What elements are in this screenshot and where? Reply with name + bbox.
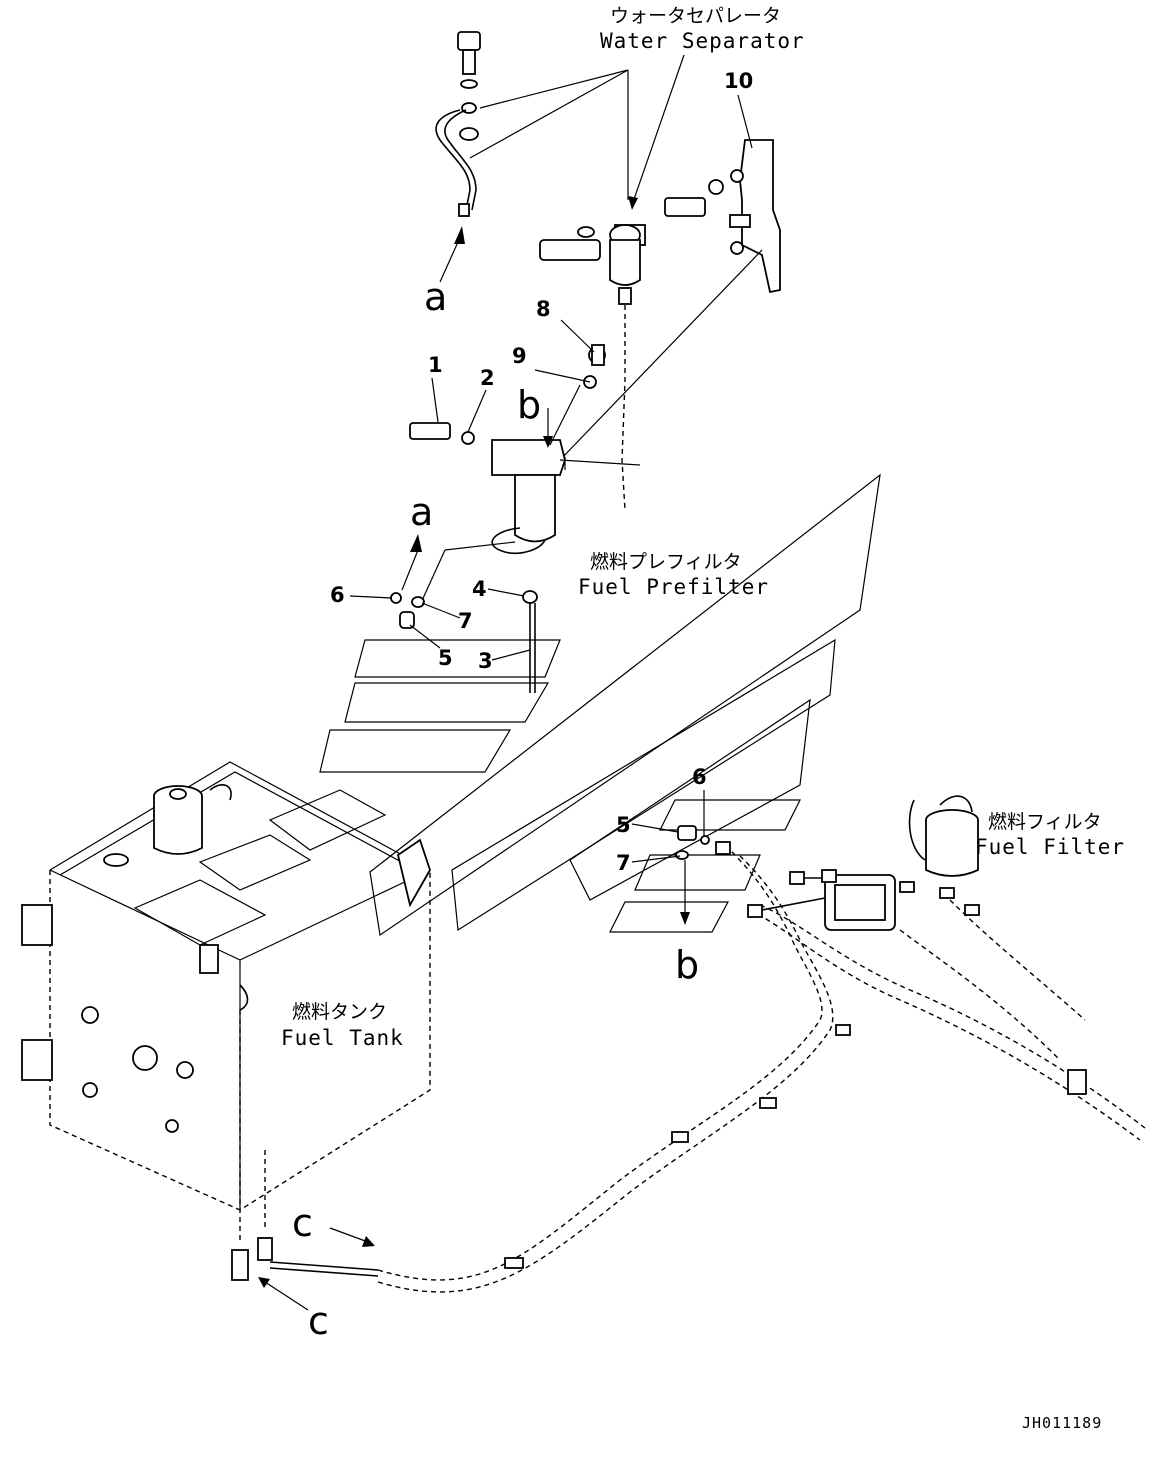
callout-7-prefilter: 7 [458,609,473,633]
callout-4: 4 [472,577,487,601]
part-callouts: 1 2 3 4 5 5 6 6 7 7 8 9 10 [330,69,753,875]
fuel-tank-label-jp: 燃料タンク [292,1001,387,1023]
callout-6-filter: 6 [692,765,707,789]
component-labels: ウォータセパレータ Water Separator 燃料プレフィルタ Fuel … [281,5,1125,1050]
callout-2: 2 [480,366,495,390]
fuel-filter-label-jp: 燃料フィルタ [988,811,1102,833]
callout-3: 3 [478,649,493,673]
connection-letters: a a b b c c [292,275,699,1343]
drawing-code: JH011189 [1022,1414,1102,1432]
fuel-prefilter-label-en: Fuel Prefilter [578,575,769,599]
connection-b-lower: b [675,943,699,987]
callout-8: 8 [536,297,551,321]
connection-c-lower: c [308,1299,329,1343]
callout-5-filter: 5 [616,813,631,837]
callout-1: 1 [428,353,443,377]
connection-a-upper: a [424,275,447,319]
connection-a-lower: a [410,490,433,534]
callout-10: 10 [724,69,753,93]
water-separator [539,179,724,511]
hose-bolt-assembly [435,31,629,217]
connection-b-upper: b [517,383,541,427]
fuel-prefilter [390,344,641,693]
callout-9: 9 [512,344,527,368]
fuel-tank [21,761,431,1240]
fuel-filter-label-en: Fuel Filter [975,835,1125,859]
background-chevron-watermark [319,473,881,937]
tank-fittings [231,1237,379,1281]
callout-5-prefilter: 5 [438,646,453,670]
water-separator-label-en: Water Separator [600,29,805,53]
fuel-prefilter-label-jp: 燃料プレフィルタ [590,551,742,573]
fuel-filter-assembly [747,795,980,931]
callout-6-prefilter: 6 [330,583,345,607]
fitting-group-b [675,825,731,860]
water-separator-label-jp: ウォータセパレータ [610,5,781,27]
connection-c-upper: c [292,1201,313,1245]
leader-lines [258,54,753,1311]
fuel-tank-label-en: Fuel Tank [281,1026,404,1050]
bracket-10 [559,139,781,461]
callout-7-filter: 7 [616,851,631,875]
